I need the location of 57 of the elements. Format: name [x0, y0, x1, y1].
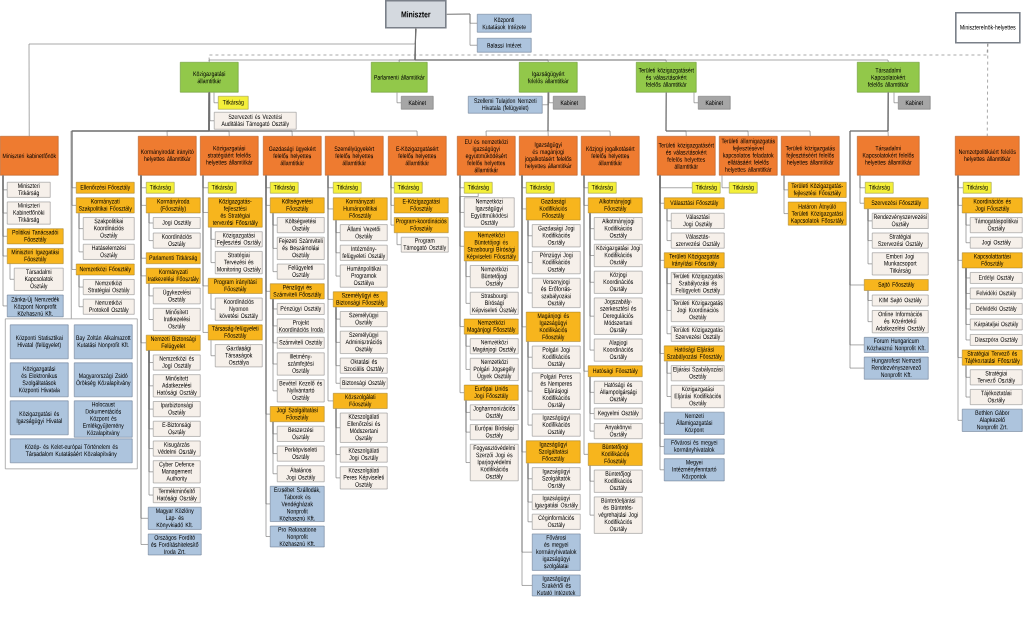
connector-line — [390, 175, 395, 226]
connector-line — [272, 298, 278, 392]
connector-line — [589, 376, 595, 432]
connector-line — [589, 465, 595, 516]
connector-line — [459, 175, 465, 393]
connector-line — [209, 92, 215, 122]
connector-line — [396, 232, 402, 245]
connector-line — [666, 208, 672, 241]
connector-line — [957, 175, 963, 421]
connector-line — [446, 13, 478, 46]
connector-line — [396, 92, 402, 104]
connector-line — [583, 175, 589, 455]
connector-line — [721, 175, 730, 189]
connector-line — [327, 175, 334, 402]
connector-line — [527, 463, 533, 523]
connector-line — [527, 341, 533, 426]
connector-line — [335, 408, 341, 479]
connector-line — [272, 212, 278, 272]
connector-line — [78, 212, 84, 253]
connector-line — [589, 212, 595, 351]
connector-line — [986, 43, 989, 137]
connector-line — [459, 193, 479, 213]
connector-line — [965, 365, 971, 398]
connector-line — [210, 293, 216, 310]
connector-line — [148, 283, 154, 320]
connector-line — [465, 260, 471, 304]
connector-line — [465, 334, 471, 370]
connector-line — [665, 92, 811, 137]
connector-line — [867, 208, 873, 265]
connector-line — [213, 92, 219, 104]
connector-line — [148, 350, 154, 496]
connector-line — [70, 92, 210, 319]
connector-line — [78, 274, 84, 308]
connector-line — [210, 227, 216, 263]
connector-line — [965, 267, 971, 341]
minister-box: Miniszter — [385, 0, 447, 29]
connector-line — [666, 361, 672, 397]
connector-line — [893, 92, 899, 104]
connector-line — [465, 400, 471, 463]
connector-line — [148, 212, 154, 241]
connector-line — [693, 92, 699, 104]
connector-line — [547, 92, 611, 137]
connector-line — [527, 220, 533, 294]
connector-line — [783, 175, 789, 214]
connector-line — [9, 263, 15, 280]
connector-line — [859, 175, 865, 204]
connector-line — [2, 175, 8, 307]
connector-line — [210, 340, 216, 357]
connector-line — [414, 28, 889, 63]
connector-line — [867, 290, 873, 322]
connector-line — [335, 220, 341, 277]
connector-line — [666, 267, 672, 335]
connector-line — [548, 92, 554, 104]
connector-line — [335, 306, 341, 384]
connector-line — [202, 175, 209, 333]
connector-line — [965, 212, 971, 244]
connector-line — [272, 421, 278, 475]
